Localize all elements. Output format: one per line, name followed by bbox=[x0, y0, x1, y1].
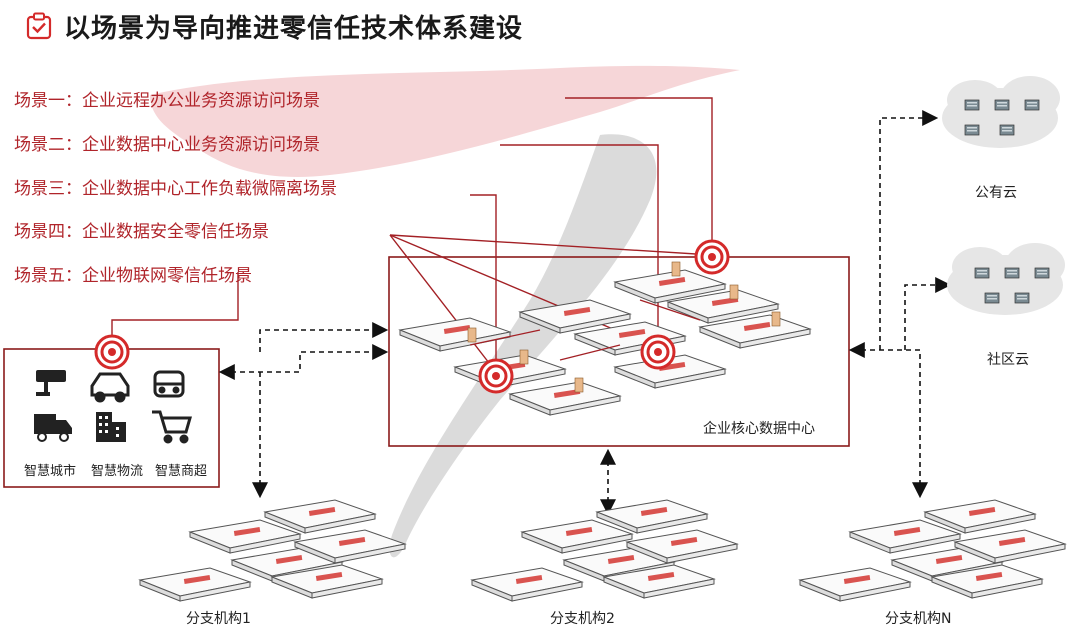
scenario-1: 场景一：企业远程办公业务资源访问场景 bbox=[14, 91, 320, 111]
scenario-4: 场景四：企业数据安全零信任场景 bbox=[14, 222, 269, 242]
target-icon bbox=[478, 358, 514, 394]
brush-stroke-decoration bbox=[150, 65, 740, 558]
target-icon bbox=[694, 239, 730, 275]
title-bar: 以场景为导向推进零信任技术体系建设 bbox=[26, 8, 523, 44]
public-cloud-label: 公有云 bbox=[975, 185, 1017, 201]
scenario-5: 场景五：企业物联网零信任场景 bbox=[14, 266, 252, 286]
branch-network bbox=[471, 499, 738, 602]
cloud-server-icon bbox=[947, 243, 1065, 315]
branch-label-1: 分支机构1 bbox=[186, 611, 251, 627]
camera-icon bbox=[36, 370, 66, 396]
iot-label-retail: 智慧商超 bbox=[155, 464, 208, 479]
community-cloud-label: 社区云 bbox=[987, 352, 1029, 368]
scenario-3: 场景三：企业数据中心工作负载微隔离场景 bbox=[14, 179, 337, 199]
cart-icon bbox=[152, 410, 192, 444]
scenario-2: 场景二：企业数据中心业务资源访问场景 bbox=[14, 135, 320, 155]
car-icon bbox=[90, 372, 130, 403]
branch-label-2: 分支机构2 bbox=[550, 611, 615, 627]
scenario-connectors bbox=[111, 97, 713, 373]
building-icon bbox=[96, 412, 126, 442]
train-icon bbox=[153, 370, 185, 398]
iot-label-logistics: 智慧物流 bbox=[91, 464, 144, 479]
core-dc-network bbox=[399, 261, 811, 416]
cloud-server-icon bbox=[942, 76, 1060, 148]
dashed-connectors bbox=[218, 110, 952, 516]
page-title: 以场景为导向推进零信任技术体系建设 bbox=[64, 13, 524, 44]
truck-icon bbox=[34, 414, 72, 442]
target-icon bbox=[640, 334, 676, 370]
branch-network bbox=[139, 499, 406, 602]
clipboard-check-icon bbox=[26, 12, 52, 40]
branch-label-n: 分支机构N bbox=[885, 611, 952, 627]
branch-network bbox=[799, 499, 1066, 602]
core-dc-label: 企业核心数据中心 bbox=[703, 421, 815, 437]
target-icon bbox=[94, 334, 130, 370]
iot-label-city: 智慧城市 bbox=[24, 464, 77, 479]
